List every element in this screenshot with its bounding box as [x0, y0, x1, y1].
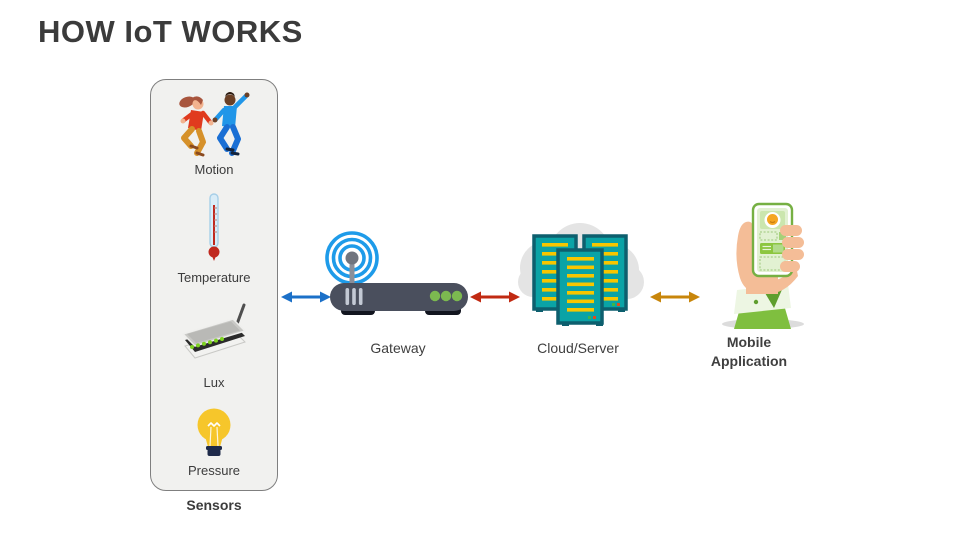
sensor-item-temperature	[151, 192, 277, 267]
arrow-gateway-cloud	[470, 291, 520, 303]
sensor-item-pressure	[151, 406, 277, 465]
motion-people-icon	[179, 92, 250, 157]
gateway-label: Gateway	[370, 340, 426, 356]
sensor-label-temperature: Temperature	[177, 270, 251, 285]
sensor-item-lux	[151, 302, 277, 371]
thermometer-icon	[208, 193, 220, 261]
gateway-router-icon	[325, 231, 468, 315]
sensor-label-motion: Motion	[194, 162, 234, 177]
cloud-server-label: Cloud/Server	[537, 340, 619, 356]
sensor-label-pressure: Pressure	[187, 463, 241, 478]
arrow-cloud-mobile	[650, 291, 700, 303]
cloud-server-icon	[518, 223, 644, 326]
wireless-device-icon	[181, 303, 247, 359]
sensor-label-lux: Lux	[203, 375, 225, 390]
sensors-group-box: Motion Temperature	[150, 79, 278, 491]
sensors-group-label: Sensors	[186, 497, 242, 513]
page-title: HOW IoT WORKS	[38, 14, 303, 49]
light-bulb-icon	[197, 408, 231, 456]
arrow-sensors-gateway	[281, 291, 331, 303]
sensor-item-motion	[151, 89, 277, 168]
mobile-application-label: Mobile Application	[710, 334, 788, 369]
hand-holding-phone-icon	[722, 202, 804, 329]
